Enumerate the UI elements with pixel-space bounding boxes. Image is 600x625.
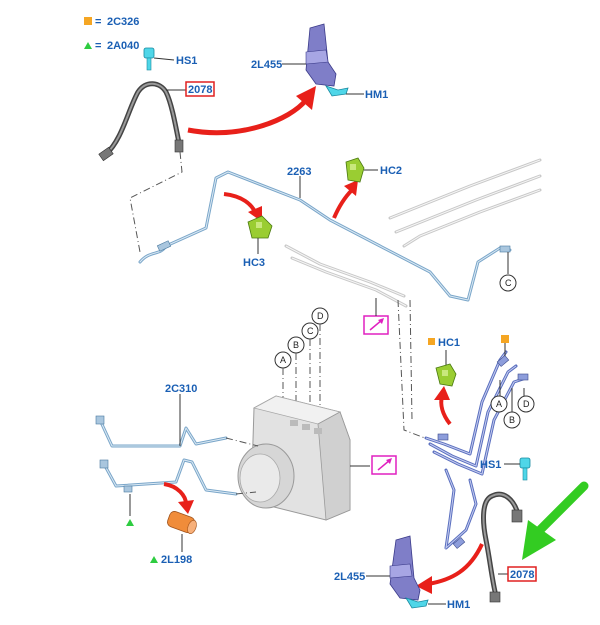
label-hc1: HC1 xyxy=(438,337,460,349)
legend-prefix-1: = xyxy=(95,16,101,28)
legend-square-marker xyxy=(84,17,92,25)
legend-code-2a040: 2A040 xyxy=(107,40,139,52)
background-tubes xyxy=(284,158,542,308)
part-2078-top-box xyxy=(185,81,215,97)
orange-square-marker-bundle xyxy=(501,335,509,343)
label-2l455-top: 2L455 xyxy=(251,59,282,71)
label-2078-bottom: 2078 xyxy=(510,569,534,581)
hs1-bolt-icon xyxy=(143,47,155,71)
upper-brake-tube xyxy=(138,170,512,302)
label-hs1-bottom: HS1 xyxy=(480,459,501,471)
svg-text:A: A xyxy=(496,399,502,409)
circle-a-right xyxy=(490,395,508,413)
part-2078-bottom-box xyxy=(507,566,537,582)
label-hm1-bottom: HM1 xyxy=(447,599,470,611)
green-triangle-marker-2l198 xyxy=(150,556,158,563)
svg-text:D: D xyxy=(317,311,324,321)
hs1-bolt-icon-bottom xyxy=(519,457,531,481)
label-hc2: HC2 xyxy=(380,165,402,177)
abs-module xyxy=(237,395,351,521)
legend-triangle-marker xyxy=(84,42,92,49)
label-hm1-top: HM1 xyxy=(365,89,388,101)
svg-text:B: B xyxy=(293,340,299,350)
svg-text:A: A xyxy=(280,355,286,365)
legend-code-2c326: 2C326 xyxy=(107,16,139,28)
red-arrow-2l198 xyxy=(163,482,188,505)
label-2c310: 2C310 xyxy=(165,383,197,395)
red-arrow-top-head xyxy=(296,86,316,110)
top-bracket-2l455 xyxy=(305,23,349,97)
circle-c-right xyxy=(499,274,517,292)
hc2-clip-icon xyxy=(345,157,365,183)
view-indicator-upper xyxy=(363,315,389,335)
hm1-clip-icon-bottom xyxy=(405,597,429,609)
circle-c-right-text: C xyxy=(505,278,512,288)
red-arrow-bottom xyxy=(427,543,484,586)
label-hc3: HC3 xyxy=(243,257,265,269)
hc3-clip-icon xyxy=(247,215,273,239)
bottom-bracket-2l455 xyxy=(389,535,429,609)
legend: = 2C326 = 2A040 xyxy=(84,16,139,52)
bottom-hose-assembly xyxy=(481,491,523,603)
legend-prefix-2: = xyxy=(95,40,101,52)
lower-left-tubes xyxy=(95,415,238,496)
svg-text:C: C xyxy=(307,326,314,336)
view-indicator-lower xyxy=(371,455,397,475)
part-2l198-plug-icon xyxy=(167,511,197,535)
label-2l198: 2L198 xyxy=(161,554,192,566)
label-2263: 2263 xyxy=(287,166,311,178)
green-triangle-marker-left xyxy=(126,519,134,526)
top-left-hose-assembly: HS1 2078 xyxy=(98,47,215,253)
label-2l455-bottom: 2L455 xyxy=(334,571,365,583)
circle-d-right xyxy=(517,395,535,413)
svg-text:D: D xyxy=(523,399,530,409)
hc1-clip-icon xyxy=(435,363,457,387)
label-hs1-top: HS1 xyxy=(176,55,197,67)
red-arrow-hc1 xyxy=(439,395,452,426)
red-arrow-top xyxy=(187,98,308,136)
label-2078-top: 2078 xyxy=(188,84,212,96)
orange-square-marker-hc1 xyxy=(428,338,435,345)
red-arrow-hc2 xyxy=(332,188,354,219)
right-tube-bundle xyxy=(424,350,529,550)
circle-b-right xyxy=(503,411,521,429)
hm1-clip-icon-top xyxy=(325,85,349,97)
svg-text:B: B xyxy=(509,415,515,425)
green-arrow-indicator xyxy=(522,481,589,560)
